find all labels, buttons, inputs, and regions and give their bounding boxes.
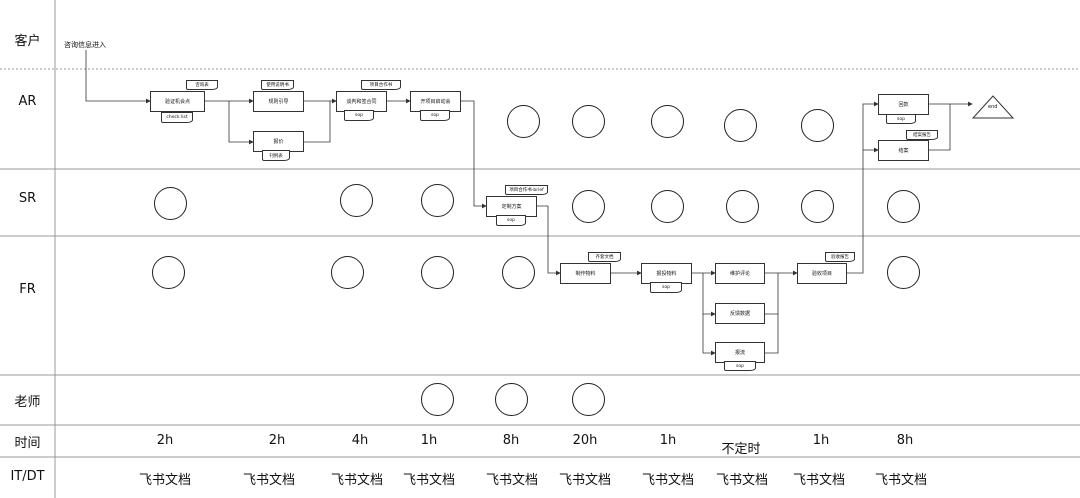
- placeholder-circle: [572, 383, 605, 416]
- step-verify-chance: 验证机会点: [150, 91, 205, 112]
- time-cell: 2h: [156, 433, 174, 448]
- step-accept: 验收项目: [797, 263, 847, 284]
- lane-label-ar: AR: [18, 94, 37, 109]
- step-kickoff: 开项目启动会: [410, 91, 461, 112]
- placeholder-circle: [331, 256, 364, 289]
- step-negotiate: 谈判和签合同: [336, 91, 387, 112]
- time-cell: 8h: [896, 433, 914, 448]
- tool-cell: 飞书文档: [402, 473, 456, 488]
- time-cell: 1h: [659, 433, 677, 448]
- entry-label: 咨询信息进入: [64, 41, 106, 49]
- doc-contract: 项目合作书: [361, 80, 401, 90]
- placeholder-circle: [340, 184, 373, 217]
- step-custom-plan: 定制方案: [486, 196, 537, 217]
- placeholder-circle: [801, 190, 834, 223]
- tool-cell: 飞书文档: [242, 473, 296, 488]
- time-cell: 20h: [572, 433, 598, 448]
- step-maintain: 维护评论: [715, 263, 765, 284]
- step-produce: 制作物料: [560, 263, 611, 284]
- tool-cell: 飞书文档: [330, 473, 384, 488]
- tool-cell: 飞书文档: [485, 473, 539, 488]
- placeholder-circle: [154, 187, 187, 220]
- doc-sop-2: sop: [420, 110, 450, 121]
- end-terminal: [971, 95, 1015, 119]
- doc-accept-report: 验收报告: [825, 252, 855, 262]
- doc-checklist: check list: [161, 112, 193, 123]
- placeholder-circle: [651, 105, 684, 138]
- tool-cell: 飞书文档: [715, 473, 769, 488]
- placeholder-circle: [421, 184, 454, 217]
- placeholder-circle: [726, 190, 759, 223]
- placeholder-circle: [651, 190, 684, 223]
- placeholder-circle: [572, 105, 605, 138]
- tool-cell: 飞书文档: [792, 473, 846, 488]
- placeholder-circle: [507, 105, 540, 138]
- placeholder-circle: [495, 383, 528, 416]
- placeholder-circle: [887, 190, 920, 223]
- lane-label-time: 时间: [14, 436, 41, 451]
- doc-sop-6: sop: [886, 114, 916, 124]
- lane-label-teacher: 老师: [14, 395, 41, 410]
- end-label: end: [988, 104, 998, 110]
- time-cell: 1h: [812, 433, 830, 448]
- doc-sop-5: sop: [724, 361, 756, 371]
- time-cell: 8h: [502, 433, 520, 448]
- doc-case-table: 刊例表: [262, 150, 290, 161]
- step-feedback: 反馈数据: [715, 303, 765, 324]
- doc-settle-report: 结案报告: [906, 130, 938, 140]
- doc-files: 齐套文档: [588, 252, 621, 262]
- placeholder-circle: [152, 256, 185, 289]
- tool-cell: 飞书文档: [138, 473, 192, 488]
- doc-sop-3: sop: [496, 215, 526, 226]
- time-cell: 不定时: [721, 442, 761, 457]
- lane-label-customer: 客户: [14, 34, 41, 49]
- time-cell: 2h: [268, 433, 286, 448]
- tool-cell: 飞书文档: [641, 473, 695, 488]
- placeholder-circle: [502, 256, 535, 289]
- step-report-material: 报投物料: [641, 263, 692, 284]
- step-rule-guide: 规则引导: [253, 91, 304, 112]
- tool-cell: 飞书文档: [558, 473, 612, 488]
- time-cell: 1h: [420, 433, 438, 448]
- placeholder-circle: [887, 256, 920, 289]
- placeholder-circle: [801, 109, 834, 142]
- doc-manual: 使用说明书: [261, 80, 294, 90]
- step-settle: 结案: [878, 140, 929, 161]
- step-report-flow: 报流: [715, 342, 765, 363]
- step-quote: 报价: [253, 131, 304, 152]
- doc-consult-form: 咨询表: [186, 80, 218, 90]
- placeholder-circle: [572, 190, 605, 223]
- placeholder-circle: [724, 109, 757, 142]
- lane-label-itdt: IT/DT: [10, 469, 45, 484]
- placeholder-circle: [421, 383, 454, 416]
- doc-brief: 项目合作书-brief: [505, 185, 548, 195]
- doc-sop-4: sop: [650, 282, 682, 293]
- lane-label-sr: SR: [18, 191, 37, 206]
- doc-sop-1: sop: [344, 110, 374, 121]
- placeholder-circle: [421, 256, 454, 289]
- tool-cell: 飞书文档: [874, 473, 928, 488]
- step-payment: 回款: [878, 94, 929, 115]
- lane-label-fr: FR: [19, 282, 36, 297]
- time-cell: 4h: [351, 433, 369, 448]
